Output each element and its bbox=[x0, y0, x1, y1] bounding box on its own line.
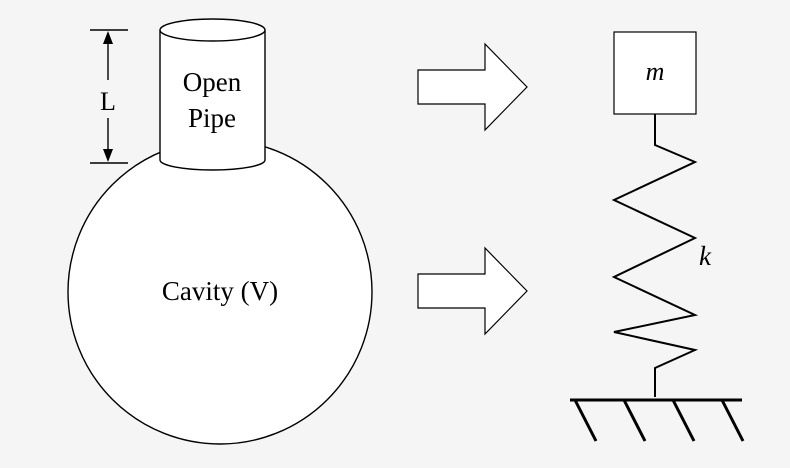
length-dimension bbox=[90, 29, 128, 164]
spring-label: k bbox=[699, 241, 712, 271]
arrow-right-icon bbox=[417, 246, 528, 336]
ground-hatch bbox=[570, 398, 745, 442]
length-label: L bbox=[100, 87, 116, 116]
open-pipe bbox=[159, 18, 266, 171]
arrow-right-icon bbox=[417, 42, 528, 132]
pipe-label-line1: Open bbox=[183, 67, 242, 97]
mass-block bbox=[613, 31, 697, 115]
mass-label: m bbox=[646, 57, 665, 86]
cavity-label: Cavity (V) bbox=[162, 276, 278, 306]
pipe-label-line2: Pipe bbox=[188, 103, 236, 133]
spring bbox=[611, 114, 699, 397]
